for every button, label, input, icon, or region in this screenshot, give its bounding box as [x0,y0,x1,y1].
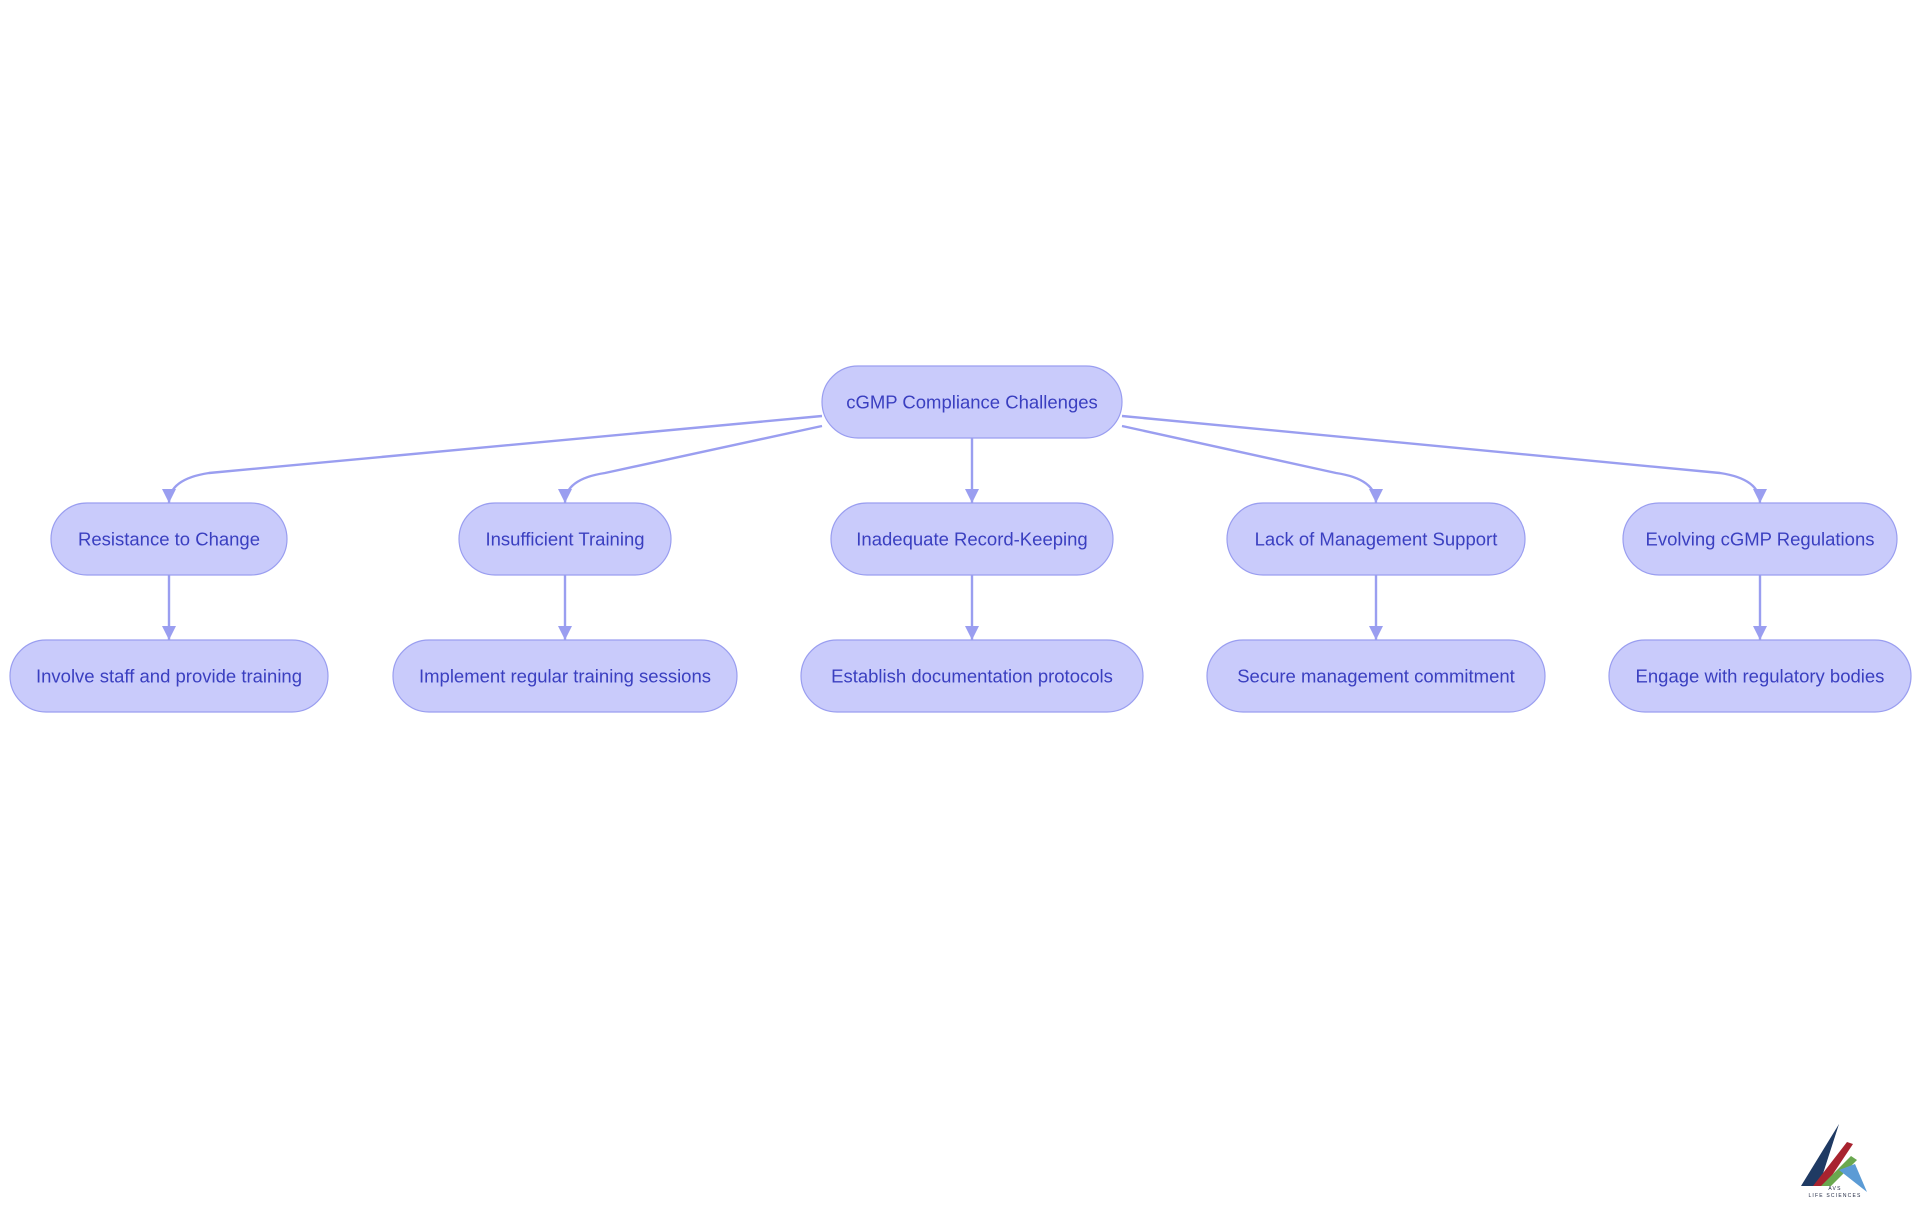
challenge-node-1-label: Resistance to Change [78,529,260,550]
logo-stripe-red [1813,1142,1853,1186]
solution-node-3-label: Establish documentation protocols [831,666,1113,687]
root-node: cGMP Compliance Challenges [821,365,1123,439]
challenge-node-3: Inadequate Record-Keeping [830,502,1114,576]
edge-root-to-challenge-1 [167,414,823,504]
challenge-node-5-label: Evolving cGMP Regulations [1646,529,1875,550]
solution-node-3-shape [800,639,1144,713]
challenge-node-1: Resistance to Change [50,502,288,576]
solution-node-2-label: Implement regular training sessions [419,666,711,687]
solution-node-5: Engage with regulatory bodies [1608,639,1912,713]
challenge-node-5: Evolving cGMP Regulations [1622,502,1898,576]
edge-root-to-challenge-3-arrowhead [965,489,979,503]
edge-root-to-challenge-5 [1121,414,1762,504]
edge-challenge-to-solution-4-arrowhead [1369,626,1383,640]
company-logo: AVS LIFE SCIENCES [1801,1124,1867,1199]
challenge-node-4: Lack of Management Support [1226,502,1526,576]
logo-stripe-navy [1801,1124,1839,1186]
edges [162,414,1767,640]
logo-text-line1: AVS [1828,1186,1841,1192]
root-node-label: cGMP Compliance Challenges [846,392,1098,413]
solution-node-2-shape [392,639,738,713]
challenge-node-2: Insufficient Training [458,502,672,576]
solution-node-1-shape [9,639,329,713]
challenge-node-5-shape [1622,502,1898,576]
edge-challenge-to-solution-1-arrowhead [162,626,176,640]
edge-root-to-challenge-5-arrowhead [1753,489,1767,503]
edge-root-to-challenge-2 [563,424,823,504]
solution-node-2: Implement regular training sessions [392,639,738,713]
challenge-node-1-shape [50,502,288,576]
solution-node-1: Involve staff and provide training [9,639,329,713]
root-node-shape [821,365,1123,439]
solution-node-5-label: Engage with regulatory bodies [1636,666,1885,687]
solution-node-3: Establish documentation protocols [800,639,1144,713]
edge-root-to-challenge-1-arrowhead [162,489,176,503]
edge-challenge-to-solution-2-arrowhead [558,626,572,640]
challenge-node-2-shape [458,502,672,576]
challenge-node-3-label: Inadequate Record-Keeping [856,529,1087,550]
logo-text-line2: LIFE SCIENCES [1808,1193,1861,1199]
edge-challenge-to-solution-3-arrowhead [965,626,979,640]
edge-root-to-challenge-4-arrowhead [1369,489,1383,503]
edge-challenge-to-solution-5-arrowhead [1753,626,1767,640]
edge-root-to-challenge-2-arrowhead [558,489,572,503]
challenge-node-4-shape [1226,502,1526,576]
logo-stripe-green [1821,1156,1857,1186]
logo-stripe-blue [1839,1164,1867,1192]
challenge-node-4-label: Lack of Management Support [1255,529,1498,550]
challenge-node-2-label: Insufficient Training [485,529,644,550]
solution-node-1-label: Involve staff and provide training [36,666,302,687]
solution-node-4-shape [1206,639,1546,713]
solution-node-4-label: Secure management commitment [1237,666,1515,687]
solution-node-4: Secure management commitment [1206,639,1546,713]
solution-node-5-shape [1608,639,1912,713]
challenge-node-3-shape [830,502,1114,576]
